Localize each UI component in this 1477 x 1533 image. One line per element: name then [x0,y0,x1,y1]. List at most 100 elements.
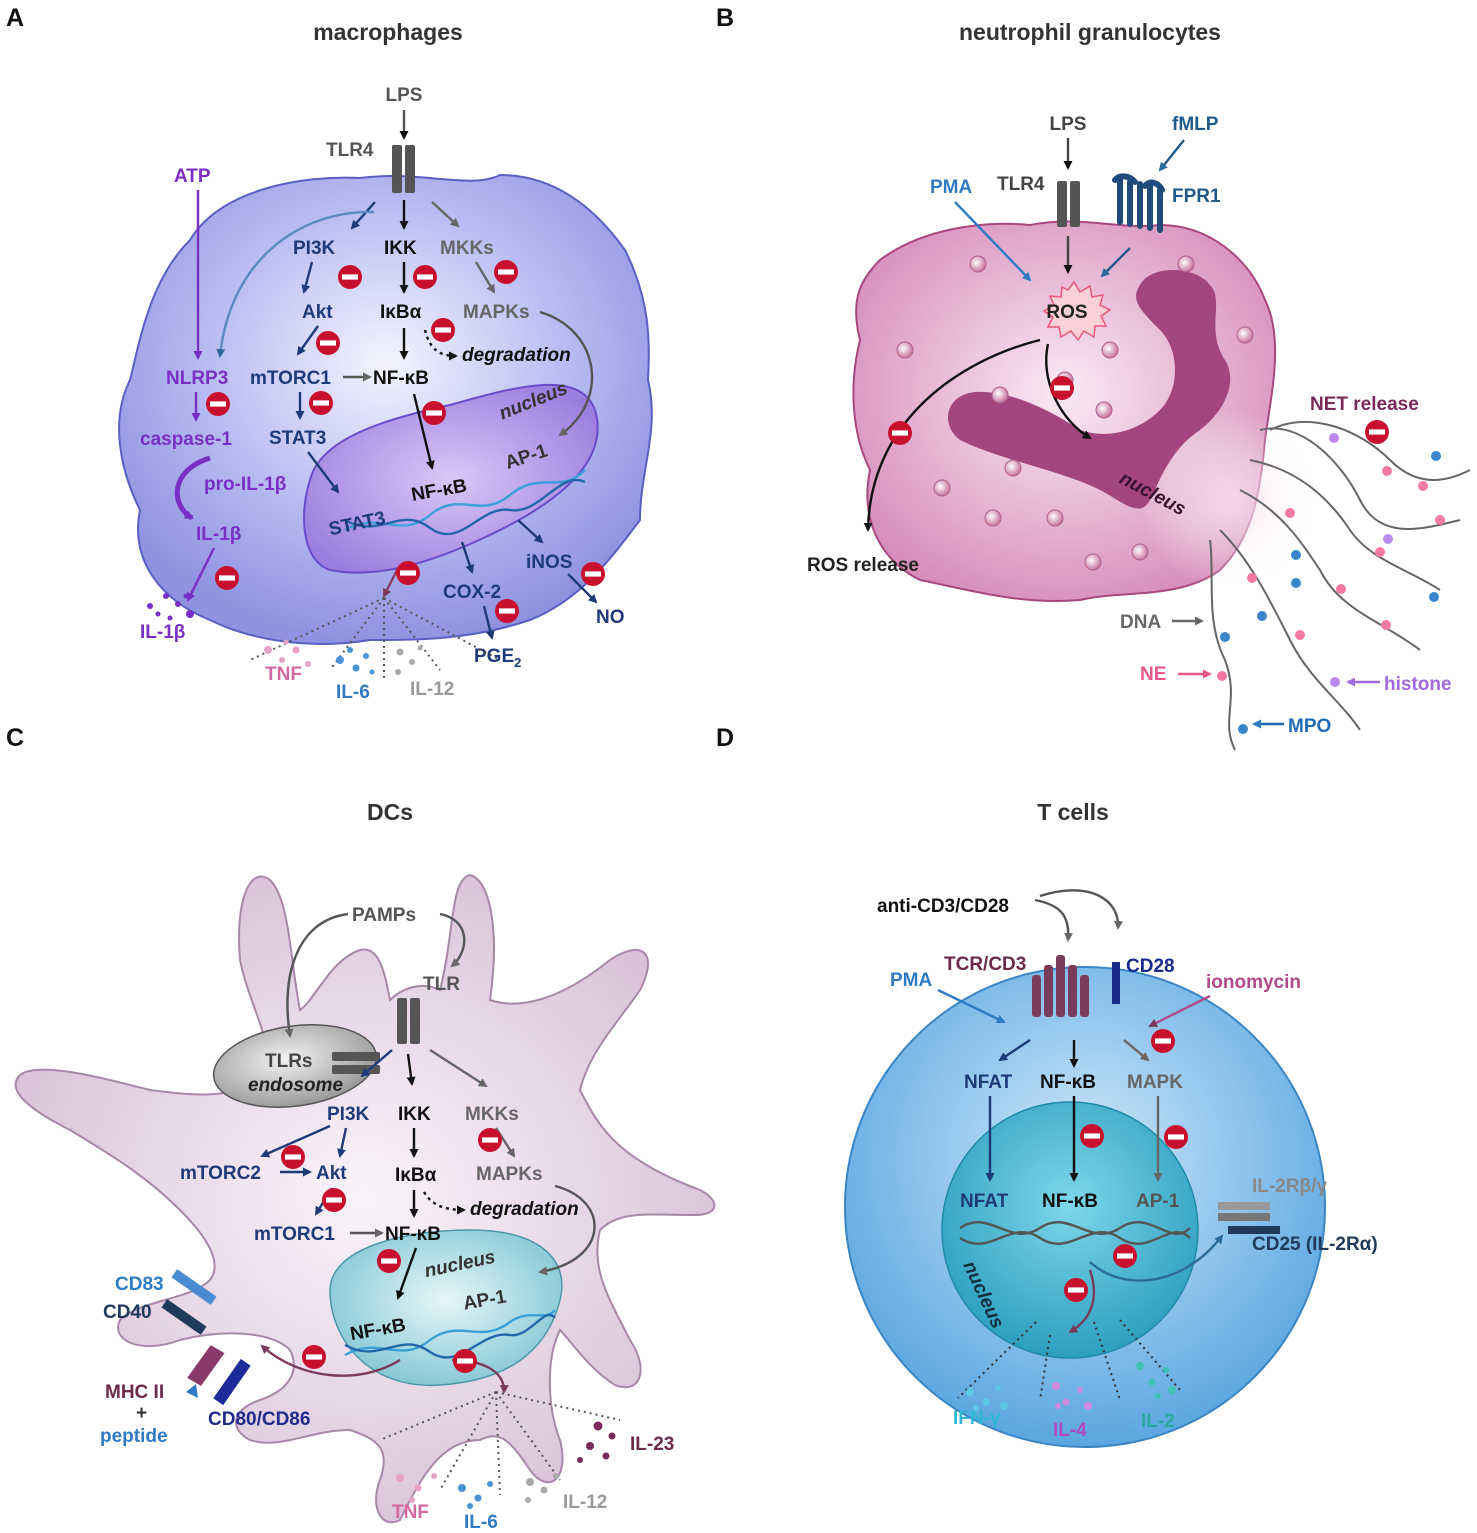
macrophage-il1b-label: IL-1β [196,524,241,545]
dc-plus-label: + [136,1403,147,1424]
macrophage-inhibitor-nfkb-translocation [422,401,446,425]
dc-cd80-86-receptor [213,1358,251,1406]
panel-letter-b: B [716,4,734,32]
dc-pamps-tlr-arrow [439,912,466,968]
macrophage-pge2-label: PGE2 [474,646,521,670]
macrophage-dna-strand-1 [344,469,586,532]
macrophage-ikba-label: IκBα [380,302,422,323]
macrophage-tnf-label: TNF [265,664,302,685]
dc-tlr-label: TLR [423,974,460,995]
dc-cytokine-release-lines [379,1391,621,1496]
dc-tlr-ikk-arrow [406,1053,416,1086]
dc-tlr-receptor-right [410,998,420,1044]
dc-surface-marker-arrow [260,1344,401,1377]
macrophage-inhibitor-caspase1 [206,392,230,416]
dc-inhibitor-nfkb [377,1249,401,1273]
tcell-il2-particles [1136,1362,1176,1399]
macrophage-akt-label: Akt [302,302,333,323]
dc-nfkb-label: NF-κB [385,1224,441,1245]
macrophage-cytokine-release-lines [249,597,501,680]
tcell-anti-cd3-tcr-arrow [1034,898,1074,942]
dc-endosomal-tlr-top [332,1052,380,1061]
macrophage-degradation-label: degradation [462,345,571,366]
tcell-nuc-nfat-label: NFAT [960,1191,1009,1212]
neutrophil-ros-release-label: ROS release [807,555,919,576]
macrophage-inhibitor-il1b [215,566,239,590]
dc-pi3k-label: PI3K [327,1104,370,1125]
tcell-inhibitor-ionomycin [1151,1029,1175,1053]
tcell-cd25-label: CD25 (IL-2Rα) [1252,1234,1378,1255]
tcell-pma-label: PMA [890,970,933,991]
macrophage-inos-label: iNOS [526,552,572,573]
panel-title-t-cells: T cells [1037,799,1109,825]
neutrophil-fpr1-ros-arrow [1100,247,1131,278]
neutrophil-ros-burst [1042,280,1112,342]
panel-a: A macrophages LPS TLR4 ATP PI3K IKK MKKs… [6,4,653,703]
dc-tlr-mkks-arrow [429,1048,488,1088]
panel-c: C DCs PAMPs TLR TLRs endosome PI3K IKK M… [6,724,716,1533]
neutrophil-nucleus [948,270,1231,509]
macrophage-il6-label: IL-6 [336,682,370,703]
macrophage-cox2-pge2-arrow [482,605,495,640]
tcell-tcr-nfat-arrow [998,1039,1031,1062]
macrophage-akt-mtorc1-arrow [296,325,319,356]
macrophage-inhibitor-mapks [494,260,518,284]
dc-pi3k-mtorc2-arrow [260,1124,331,1158]
panel-d: D T cells anti-CD3/CD28 TCR/CD3 CD28 PMA… [716,724,1378,1448]
neutrophil-histone-label: histone [1384,674,1452,695]
neutrophil-fpr1-receptor [1112,173,1165,233]
panel-title-macrophages: macrophages [313,19,463,45]
macrophage-il1b-particles [147,593,194,621]
neutrophil-net-particles-pink [1217,466,1445,681]
macrophage-mkks-label: MKKs [440,238,494,259]
dc-ikk-label: IKK [398,1104,431,1125]
macrophage-inhibitor-no [581,562,605,586]
dc-mapks-label: MAPKs [476,1164,543,1185]
panel-title-neutrophils: neutrophil granulocytes [959,19,1221,45]
neutrophil-ros-label: ROS [1046,302,1087,323]
tcell-tcr-cd3-label: TCR/CD3 [944,954,1026,975]
macrophage-inhibitor-pge2 [495,599,519,623]
tcell-cytokine-release-lines [957,1319,1181,1401]
macrophage-pi3k-label: PI3K [293,238,336,259]
dc-pamps-label: PAMPs [352,905,416,926]
dc-degradation-arrow [422,1191,466,1215]
panel-letter-a: A [6,4,24,32]
tcell-anti-cd3-label: anti-CD3/CD28 [877,896,1009,917]
dc-mhc2-label: MHC II [105,1382,164,1403]
tcell-nfkb-label: NF-κB [1040,1072,1096,1093]
macrophage-tlr4-receptor-left [392,145,402,193]
tcell-nuc-nfkb-label: NF-κB [1042,1191,1098,1212]
dc-cd40-receptor [161,1299,207,1335]
dc-il12-label: IL-12 [563,1492,607,1513]
macrophage-inhibitor-degradation [431,318,455,342]
macrophage-inhibitor-mtorc1 [316,331,340,355]
dc-tnf-particles [396,1473,437,1503]
macrophage-nfkb-label: NF-κB [373,368,429,389]
dc-akt-label: Akt [316,1163,347,1184]
tcell-cd28-label: CD28 [1126,956,1175,977]
dc-inhibitor-cytokines [453,1349,477,1373]
tcell-inhibitor-mapk [1164,1125,1188,1149]
neutrophil-net-release-label: NET release [1310,394,1419,415]
macrophage-caspase-processing-arrow [174,455,211,521]
panel-title-dcs: DCs [367,799,413,825]
tcell-inhibitor-cytokines [1064,1278,1088,1302]
macrophage-cox2-arrow [460,541,475,574]
macrophage-nlrp3-label: NLRP3 [166,368,228,389]
dc-cd80-86-label: CD80/CD86 [208,1409,310,1430]
dc-mhc2-receptor [187,1345,225,1386]
macrophage-mtorc1-label: mTORC1 [250,368,331,389]
macrophage-mkks-mapks-arrow [474,261,496,294]
dc-peptide-label: peptide [100,1426,168,1447]
dc-cell [14,873,716,1524]
tcell-cytokine-arrow [1068,1269,1096,1334]
macrophage-dna-strand-2 [344,478,586,536]
neutrophil-net-particles-violet [1329,433,1393,687]
dc-il6-particles [458,1481,493,1509]
macrophage-atp-label: ATP [174,166,211,187]
macrophage-mapks-ap1-arrow [539,310,594,437]
macrophage-degradation-arrow [423,329,458,361]
neutrophil-fpr1-label: FPR1 [1172,186,1221,207]
